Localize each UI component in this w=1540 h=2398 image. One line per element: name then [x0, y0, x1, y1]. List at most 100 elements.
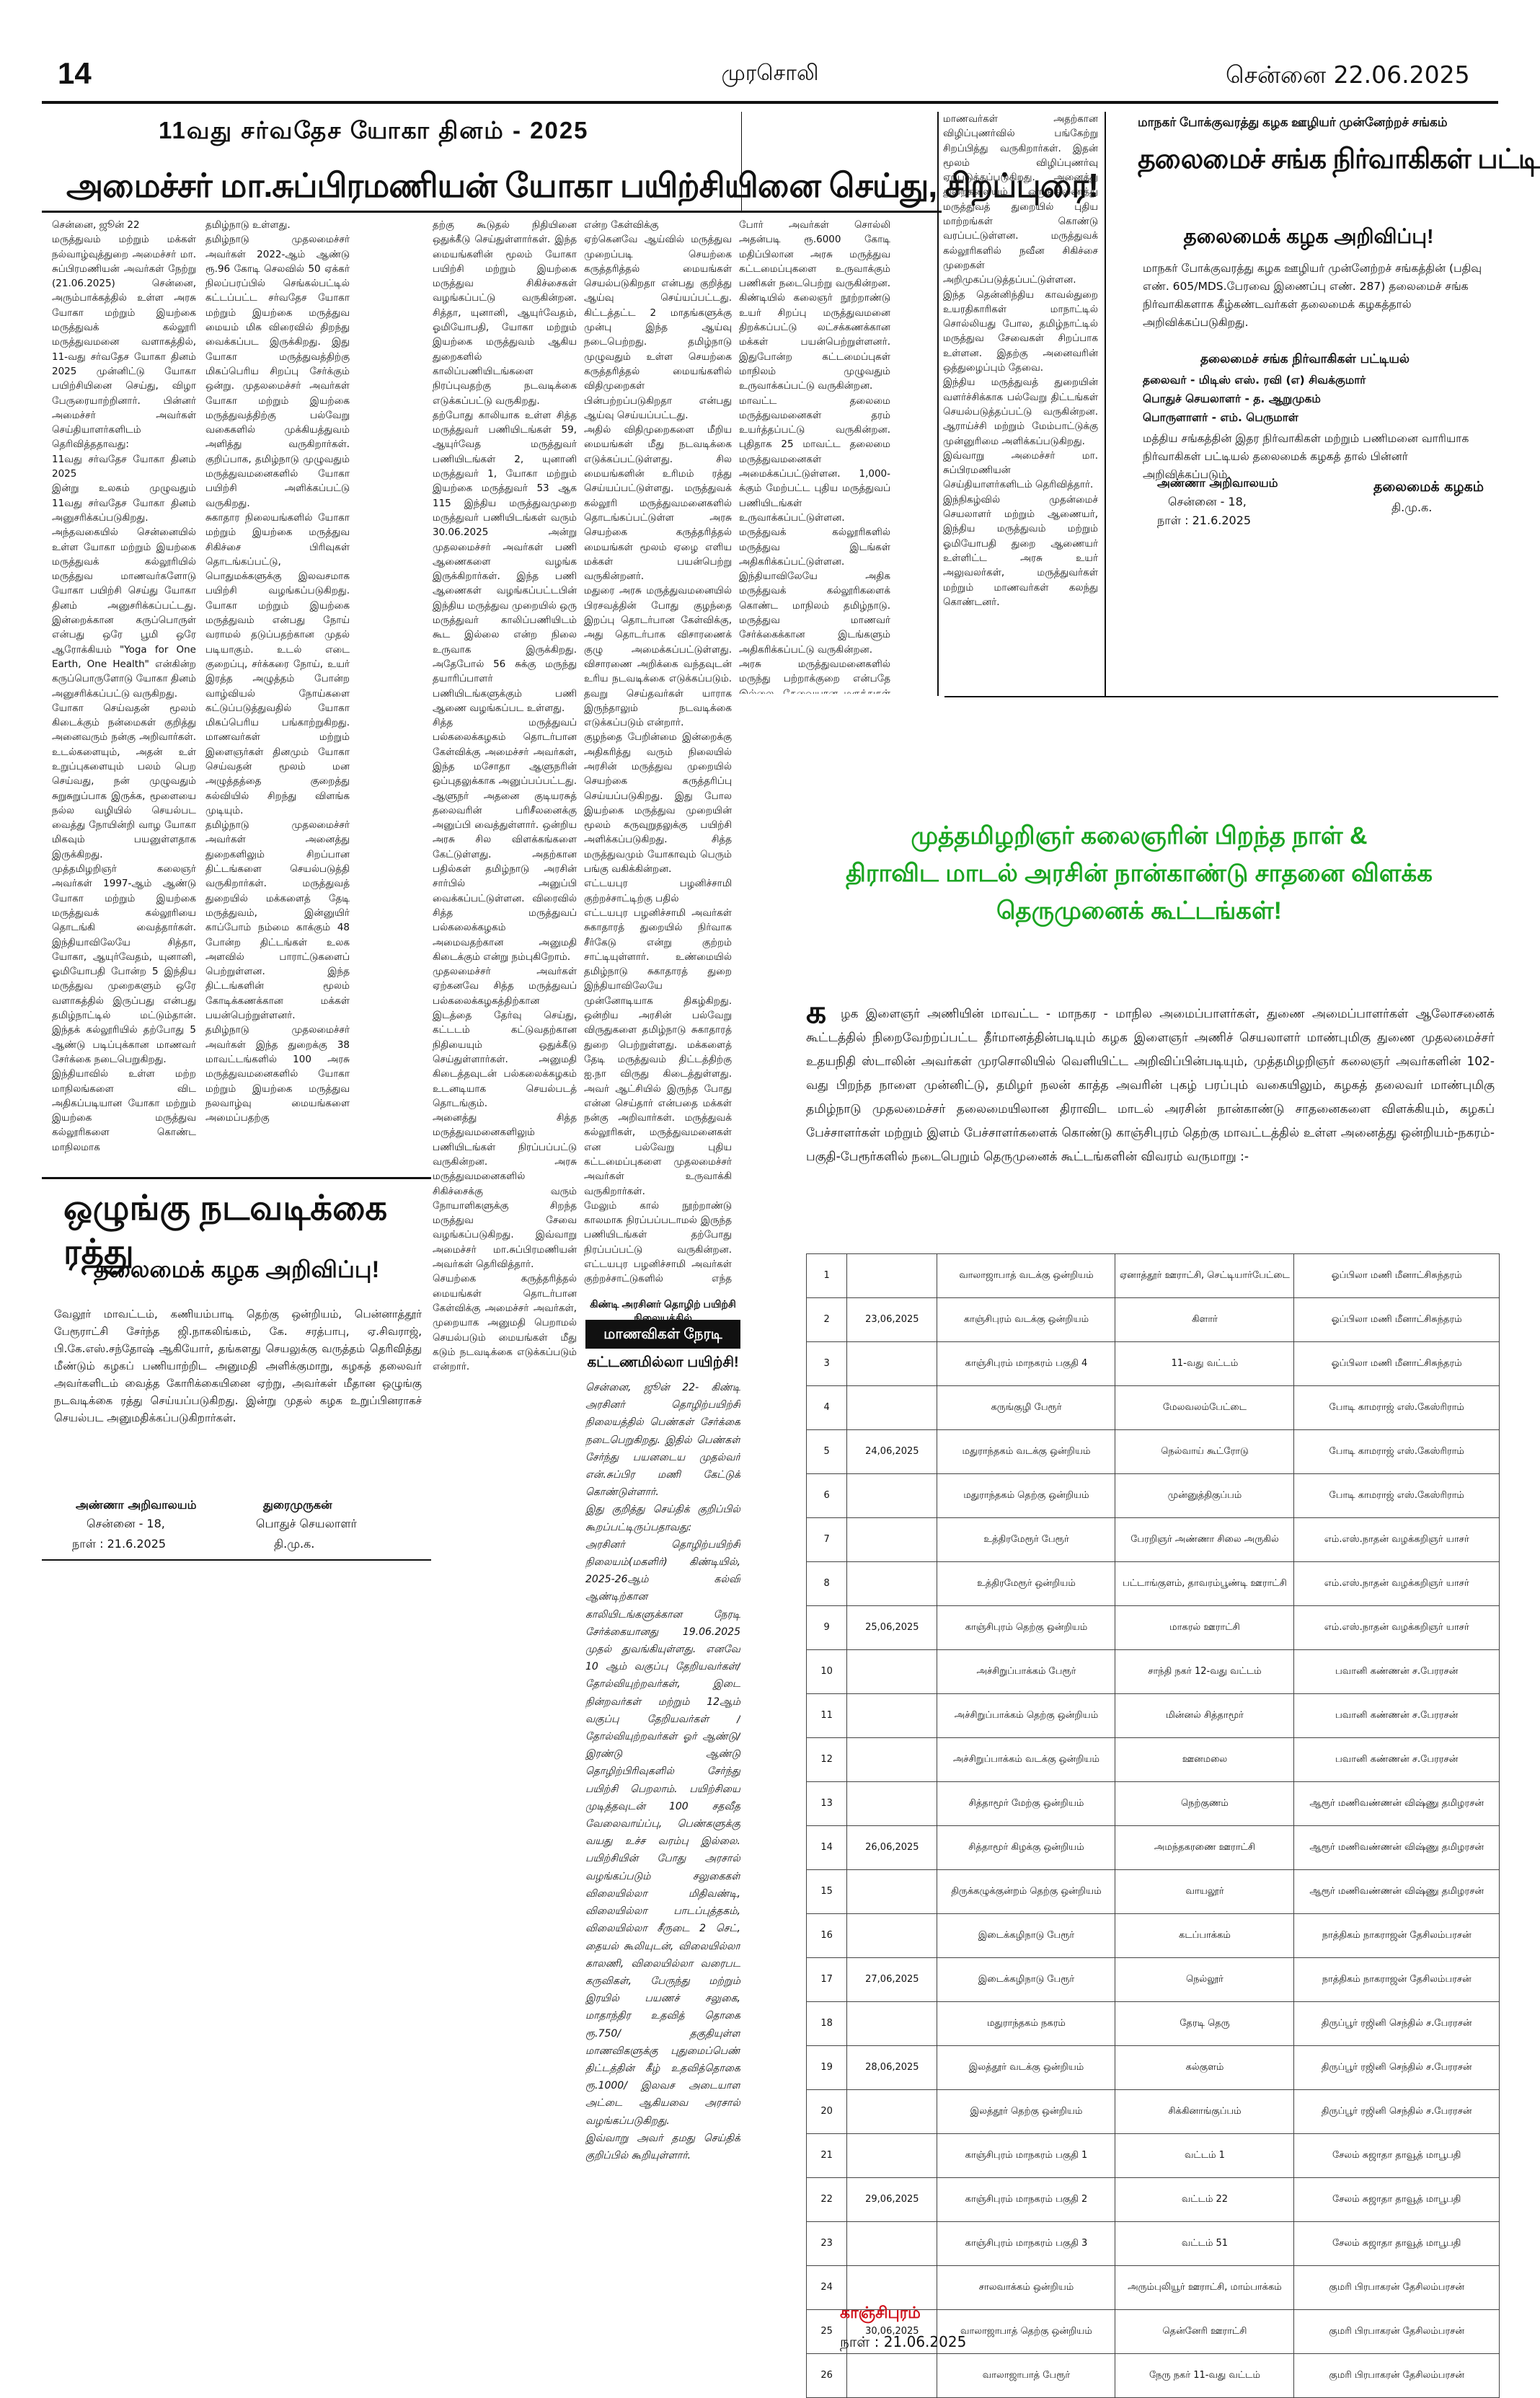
schedule-cell-area: அச்சிறுப்பாக்கம் பேரூர்	[937, 1649, 1116, 1694]
union-place: அண்ணா அறிவாலயம்	[1157, 476, 1278, 490]
discipline-body: வேலூர் மாவட்டம், கணியம்பாடி தெற்கு ஒன்றி…	[54, 1308, 422, 1424]
schedule-cell-date	[846, 1385, 938, 1430]
schedule-cell-place: நெல்லூர்	[1115, 1957, 1295, 2002]
union-headline: தலைமைச் சங்க நிர்வாகிகள் பட்டியல்	[1138, 144, 1540, 175]
schedule-cell-area: இலத்தூர் தெற்கு ஒன்றியம்	[937, 2089, 1116, 2134]
schedule-cell-date: 24,06,2025	[846, 1429, 938, 1474]
schedule-cell-speaker: திருப்பூர் ரஜினி செந்தில் ச.பேரரசன்	[1293, 2045, 1500, 2090]
schedule-cell-place: முன்னுத்திகுப்பம்	[1115, 1473, 1295, 1518]
union-subhead: தலைமைக் கழக அறிவிப்பு!	[1183, 225, 1434, 247]
schedule-cell-area: சாலவாக்கம் ஒன்றியம்	[937, 2265, 1116, 2310]
schedule-cell-speaker: திருப்பூர் ரஜினி செந்தில் ச.பேரரசன்	[1293, 2089, 1500, 2134]
union-body: மாநகர் போக்குவரத்து கழக ஊழியர் முன்னேற்ற…	[1143, 262, 1482, 329]
schedule-cell-speaker: சேலம் சுஜாதா தாவூத் மாபூபதி	[1293, 2177, 1500, 2222]
schedule-cell-number: 4	[805, 1385, 848, 1430]
schedule-cell-date: 28,06,2025	[846, 2045, 938, 2090]
schedule-cell-speaker: ஆரூர் மணிவண்ணன் விஷ்ணு தமிழரசன்	[1293, 1825, 1500, 1870]
schedule-cell-date: 29,06,2025	[846, 2177, 938, 2222]
schedule-cell-speaker: ஓப்பிலா மணி மீனாட்சிசுந்தரம்	[1293, 1297, 1500, 1342]
schedule-cell-number: 12	[805, 1737, 848, 1782]
schedule-cell-speaker: சேலம் சுஜாதா தாவூத் மாபூபதி	[1293, 2133, 1500, 2178]
schedule-cell-speaker: போடி காமராஜ் எஸ்.கேஸ்ரிராம்	[1293, 1385, 1500, 1430]
schedule-cell-area: மதுராந்தகம் நகரம்	[937, 2001, 1116, 2046]
kalaignar-headline-2: திராவிட மாடல் அரசின் நான்காண்டு சாதனை வி…	[846, 860, 1433, 887]
schedule-cell-place: சிக்கினாங்குப்பம்	[1115, 2089, 1295, 2134]
schedule-cell-place: பட்டாங்குளம், தாவரம்பூண்டி ஊராட்சி	[1115, 1561, 1295, 1606]
schedule-cell-date: 25,06,2025	[846, 1605, 938, 1650]
women-subhead: கட்டணமில்லா பயிற்சி!	[587, 1354, 739, 1370]
schedule-cell-speaker: எம்.எஸ்.நாதன் வழக்கறிஞர் யாசர்	[1293, 1561, 1500, 1606]
schedule-cell-speaker: திருப்பூர் ரஜினி செந்தில் ச.பேரரசன்	[1293, 2001, 1500, 2046]
schedule-cell-number: 22	[805, 2177, 848, 2222]
schedule-cell-place: சாந்தி நகர் 12-வது வட்டம்	[1115, 1649, 1295, 1694]
schedule-cell-number: 15	[805, 1869, 848, 1914]
schedule-cell-area: வாலாஜாபாத் வடக்கு ஒன்றியம்	[937, 1253, 1116, 1298]
schedule-cell-speaker: போடி காமராஜ் எஸ்.கேஸ்ரிராம்	[1293, 1429, 1500, 1474]
schedule-cell-place: கடப்பாக்கம்	[1115, 1913, 1295, 1958]
schedule-cell-area: வாலாஜாபாத் பேரூர்	[937, 2353, 1116, 2398]
schedule-cell-speaker: பவானி கண்ணன் ச.பேரரசன்	[1293, 1649, 1500, 1694]
schedule-cell-date	[846, 1517, 938, 1562]
schedule-cell-place: ஊனமலை	[1115, 1737, 1295, 1782]
paper-name: முரசொலி	[721, 61, 819, 86]
schedule-cell-number: 25	[805, 2309, 848, 2354]
discipline-title: பொதுச் செயலாளர்	[256, 1517, 358, 1530]
schedule-cell-area: காஞ்சிபுரம் மாநகரம் பகுதி 1	[937, 2133, 1116, 2178]
schedule-cell-area: இலத்தூர் வடக்கு ஒன்றியம்	[937, 2045, 1116, 2090]
union-line-treasurer: பொருளாளர் - எம். பெருமாள்	[1143, 411, 1298, 424]
schedule-cell-number: 13	[805, 1781, 848, 1826]
yoga-headline: அமைச்சர் மா.சுப்பிரமணியன் யோகா பயிற்சியி…	[66, 167, 1099, 204]
union-line-secretary: பொதுச் செயலாளர் - த. ஆறுமுகம்	[1143, 392, 1321, 405]
schedule-cell-area: காஞ்சிபுரம் மாநகரம் பகுதி 3	[937, 2221, 1116, 2266]
union-party: தி.மு.க.	[1391, 501, 1433, 514]
women-body: சென்னை, ஜூன் 22- கிண்டி அரசினர் தொழிற்பய…	[585, 1382, 740, 2161]
schedule-cell-date	[846, 2221, 938, 2266]
yoga-headline-rule	[42, 211, 942, 213]
schedule-cell-place: மின்னல் சித்தாமூர்	[1115, 1693, 1295, 1738]
schedule-cell-speaker: குமரி பிரபாகரன் தேசிலம்பரசன்	[1293, 2265, 1500, 2310]
union-date: நாள் : 21.6.2025	[1157, 513, 1252, 527]
city-date: சென்னை 22.06.2025	[1226, 61, 1470, 89]
discipline-bottom-rule	[42, 1559, 431, 1561]
page-number: 14	[58, 56, 92, 90]
schedule-cell-number: 3	[805, 1341, 848, 1386]
schedule-cell-place: 11-வது வட்டம்	[1115, 1341, 1295, 1386]
schedule-cell-number: 11	[805, 1693, 848, 1738]
discipline-subhead: தலைமைக் கழக அறிவிப்பு!	[93, 1256, 380, 1282]
schedule-cell-place: தென்னேரி ஊராட்சி	[1115, 2309, 1295, 2354]
schedule-cell-date	[846, 2353, 938, 2398]
schedule-cell-place: அமந்தகரணை ஊராட்சி	[1115, 1825, 1295, 1870]
kalaignar-headline-1: முத்தமிழறிஞர் கலைஞரின் பிறந்த நாள் &	[911, 822, 1368, 850]
union-city: சென்னை - 18,	[1168, 495, 1247, 508]
schedule-cell-area: காஞ்சிபுரம் வடக்கு ஒன்றியம்	[937, 1297, 1116, 1342]
schedule-cell-place: அரும்புலியூர் ஊராட்சி, மாம்பாக்கம்	[1115, 2265, 1295, 2310]
discipline-city: சென்னை - 18,	[87, 1517, 165, 1530]
schedule-cell-speaker: பவானி கண்ணன் ச.பேரரசன்	[1293, 1693, 1500, 1738]
yoga-column-1: சென்னை, ஜூன் 22 மருத்துவம் மற்றும் மக்கள…	[52, 219, 196, 1153]
schedule-cell-number: 23	[805, 2221, 848, 2266]
schedule-cell-number: 21	[805, 2133, 848, 2178]
schedule-cell-number: 1	[805, 1253, 848, 1298]
kalaignar-dropcap: க	[806, 995, 827, 1030]
schedule-cell-speaker: ஆரூர் மணிவண்ணன் விஷ்ணு தமிழரசன்	[1293, 1781, 1500, 1826]
schedule-cell-date	[846, 2001, 938, 2046]
schedule-cell-date	[846, 2133, 938, 2178]
schedule-cell-speaker: ஆரூர் மணிவண்ணன் விஷ்ணு தமிழரசன்	[1293, 1869, 1500, 1914]
schedule-cell-area: இடைக்கழிநாடு பேரூர்	[937, 1913, 1116, 1958]
union-list-title: தலைமைச் சங்க நிர்வாகிகள் பட்டியல்	[1200, 352, 1410, 366]
schedule-cell-date: 23,06,2025	[846, 1297, 938, 1342]
